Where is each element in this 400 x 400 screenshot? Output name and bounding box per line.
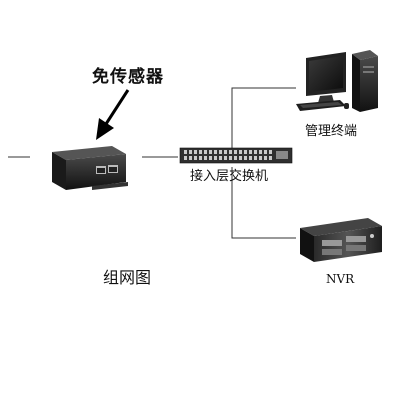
nvr-device-icon [300,218,382,262]
arrow-icon [96,89,130,140]
sensor-label: 免传感器 [92,67,164,87]
sensor-device-icon [52,146,128,190]
management-terminal-label: 管理终端 [305,124,358,139]
line-switch-to-nvr [231,167,296,239]
desktop-computer-icon [296,50,378,112]
line-switch-to-terminal [231,87,296,150]
topology-title: 组网图 [103,268,152,287]
access-switch-label: 接入层交换机 [190,169,269,184]
switch-icon [179,147,293,164]
nvr-label: NVR [326,272,355,286]
connection-lines [8,87,296,239]
